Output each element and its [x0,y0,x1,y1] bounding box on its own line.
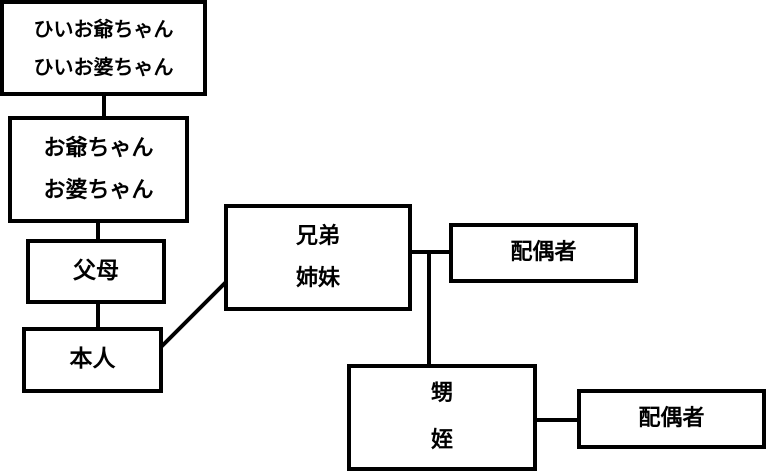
connector-line [536,418,578,422]
node-label: 姉妹 [295,265,340,291]
node-label: 配偶者 [510,240,577,266]
node-sibling-spouse: 配偶者 [449,223,638,283]
node-self: 本人 [22,327,163,393]
connector-line [96,222,100,240]
node-label: お爺ちゃん [43,135,154,161]
node-nephew-niece-spouse: 配偶者 [577,389,766,449]
node-label: 姪 [430,427,453,453]
node-nephew-niece: 甥 姪 [347,364,537,471]
node-label: ひいお婆ちゃん [33,55,174,79]
node-label: お婆ちゃん [43,177,154,203]
node-siblings: 兄弟 姉妹 [224,204,412,311]
node-label: 配偶者 [638,406,705,432]
node-label: 兄弟 [295,223,340,249]
connector-line [102,95,106,117]
connector-line [96,303,100,328]
connector-line [427,250,431,365]
node-great-grandparents: ひいお爺ちゃん ひいお婆ちゃん [0,0,207,96]
node-label: 甥 [430,381,453,407]
node-label: 父母 [73,257,119,284]
node-label: 本人 [69,346,116,373]
node-label: ひいお爺ちゃん [33,17,174,41]
node-parents: 父母 [26,239,166,304]
node-grandparents: お爺ちゃん お婆ちゃん [8,116,189,223]
